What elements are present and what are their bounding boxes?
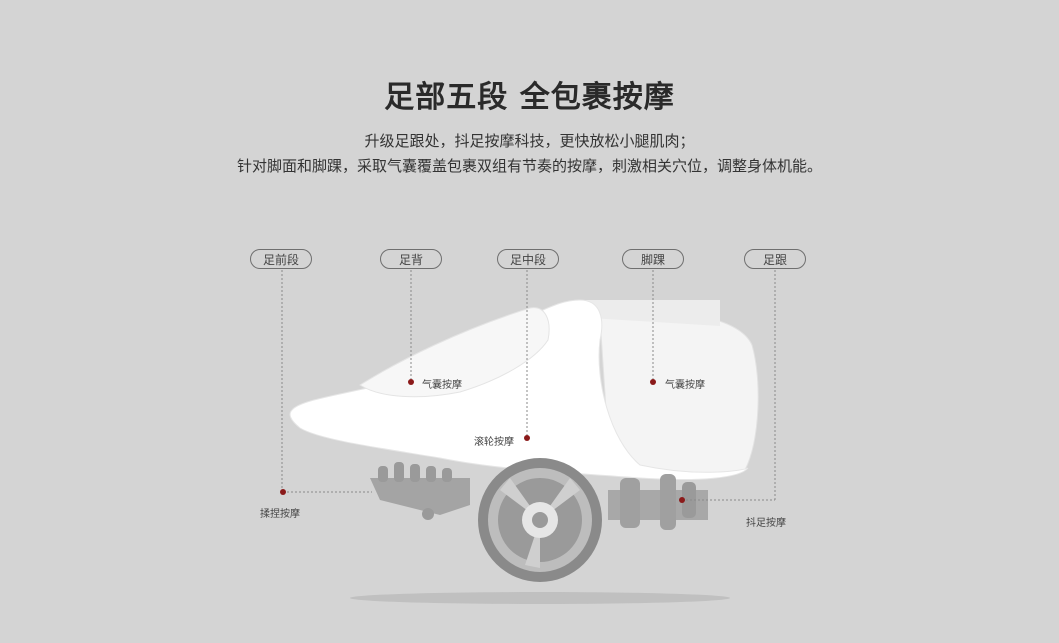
segment-heel: 足跟	[744, 249, 806, 269]
heel-top-cap	[580, 300, 720, 326]
segment-midfoot: 足中段	[497, 249, 559, 269]
marker-shake	[679, 497, 685, 503]
annotation-shake: 抖足按摩	[746, 518, 786, 529]
floor-shadow	[350, 592, 730, 604]
marker-kneading	[280, 489, 286, 495]
roller-wheel	[478, 458, 602, 582]
marker-roller	[524, 435, 530, 441]
segment-ankle: 脚踝	[622, 249, 684, 269]
markers	[280, 379, 685, 503]
marker-airbag-left	[408, 379, 414, 385]
annotation-airbag-left: 气囊按摩	[422, 380, 462, 391]
segment-instep: 足背	[380, 249, 442, 269]
subtitle-line-1: 升级足跟处，抖足按摩科技，更快放松小腿肌肉；	[364, 132, 695, 150]
marker-airbag-right	[650, 379, 656, 385]
page-title: 足部五段 全包裹按摩	[384, 80, 675, 115]
annotation-airbag-right: 气囊按摩	[665, 380, 705, 391]
subtitle-line-2: 针对脚面和脚踝，采取气囊覆盖包裹双组有节奏的按摩，刺激相关穴位，调整身体机能。	[236, 157, 822, 175]
kneading-unit	[370, 462, 470, 520]
annotation-kneading: 揉捏按摩	[260, 509, 300, 520]
instep-airbag	[359, 307, 550, 398]
shake-unit	[608, 474, 708, 530]
segment-forefoot: 足前段	[250, 249, 312, 269]
leader-lines	[281, 270, 776, 501]
annotation-roller: 滚轮按摩	[474, 437, 514, 448]
